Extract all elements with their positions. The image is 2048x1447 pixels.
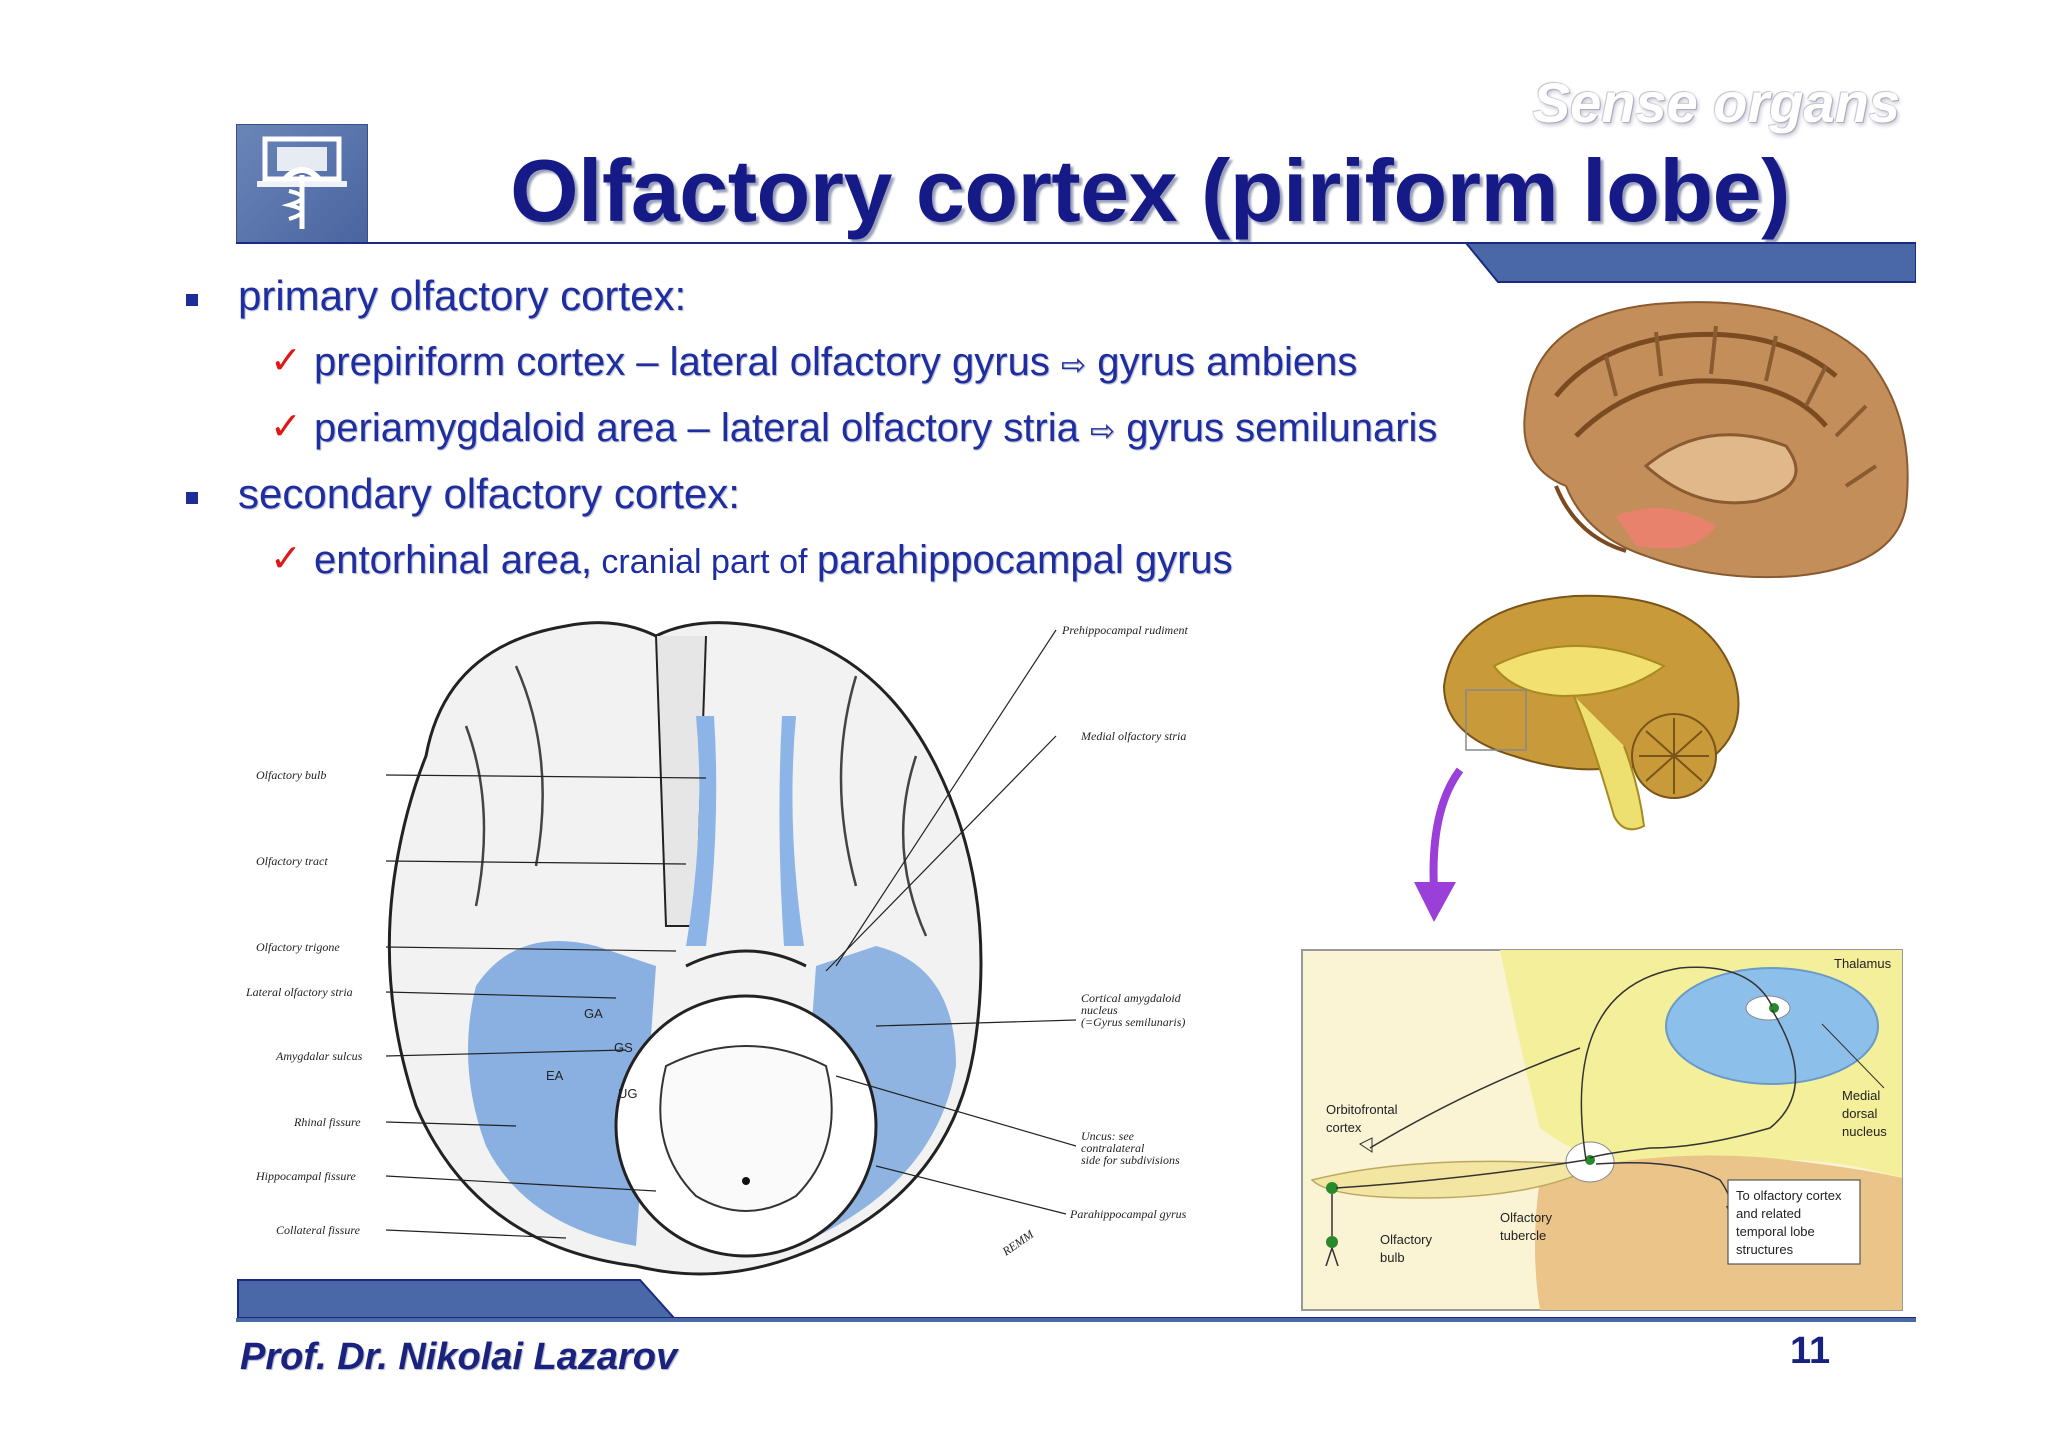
label-subdivisions: side for subdivisions — [1081, 1153, 1180, 1167]
label-box-line-1: To olfactory cortex — [1736, 1188, 1842, 1203]
bullet-square-icon — [186, 492, 198, 504]
label-contralateral: contralateral — [1081, 1141, 1145, 1155]
label-nucleus: nucleus — [1081, 1003, 1118, 1017]
footer-author: Prof. Dr. Nikolai Lazarov — [240, 1336, 678, 1378]
checkmark-icon: ✓ — [270, 536, 302, 580]
sub-bullet-periamygdaloid: periamygdaloid area – lateral olfactory … — [314, 406, 1437, 451]
label-prehippocampal-rudiment: Prehippocampal rudiment — [1061, 623, 1189, 637]
bullet-secondary-cortex: secondary olfactory cortex: — [238, 470, 740, 518]
sub-bullet-text: entorhinal area — [314, 538, 581, 582]
label-olfactory-tract: Olfactory tract — [256, 854, 328, 868]
sub-bullet-entorhinal: entorhinal area, cranial part of parahip… — [314, 538, 1233, 583]
label-gyrus-semilunaris: (=Gyrus semilunaris) — [1081, 1015, 1185, 1029]
curved-arrow-icon — [1414, 767, 1464, 922]
label-medial: Medial — [1842, 1088, 1880, 1103]
region-gs: GS — [614, 1040, 633, 1055]
sub-bullet-comma: , — [580, 538, 592, 582]
label-hippocampal-fissure: Hippocampal fissure — [255, 1169, 357, 1183]
sub-bullet-target: gyrus semilunaris — [1126, 406, 1438, 450]
page-title: Olfactory cortex (piriform lobe) — [510, 141, 1790, 240]
page-number: 11 — [1790, 1330, 1831, 1372]
sub-bullet-plain: cranial part of — [591, 543, 817, 581]
label-olfactory-bulb-1: Olfactory — [1380, 1232, 1433, 1247]
arrow-right-icon: ⇨ — [1060, 348, 1087, 383]
label-olfactory-tubercle-1: Olfactory — [1500, 1210, 1553, 1225]
label-olfactory-bulb: Olfactory bulb — [256, 768, 326, 782]
bullet-square-icon — [186, 294, 198, 306]
region-ga: GA — [584, 1006, 603, 1021]
label-lateral-olfactory-stria: Lateral olfactory stria — [245, 985, 353, 999]
label-box-line-3: temporal lobe — [1736, 1224, 1815, 1239]
label-uncus: Uncus: see — [1081, 1129, 1135, 1143]
label-amygdalar-sulcus: Amygdalar sulcus — [275, 1049, 363, 1063]
region-ug: UG — [618, 1086, 638, 1101]
label-box-line-2: and related — [1736, 1206, 1801, 1221]
bullet-primary-cortex: primary olfactory cortex: — [238, 272, 686, 320]
bullet-suffix: : — [728, 470, 740, 517]
bullet-text: primary olfactory cortex — [238, 272, 675, 319]
label-box-line-4: structures — [1736, 1242, 1794, 1257]
brain-medial-photo — [1523, 301, 1909, 579]
olfactory-pathway-diagram: Thalamus Medial dorsal nucleus Orbitofro… — [1301, 949, 1903, 1311]
label-collateral-fissure: Collateral fissure — [276, 1223, 361, 1237]
label-cortex: cortex — [1326, 1120, 1362, 1135]
footer-bar — [236, 1279, 1916, 1322]
region-ea: EA — [546, 1068, 564, 1083]
artist-signature: REMM — [999, 1227, 1037, 1259]
label-rhinal-fissure: Rhinal fissure — [293, 1115, 361, 1129]
arrow-right-icon: ⇨ — [1089, 414, 1116, 449]
label-nucleus: nucleus — [1842, 1124, 1887, 1139]
title-underline-bar — [236, 242, 1916, 283]
label-medial-olfactory-stria: Medial olfactory stria — [1080, 729, 1186, 743]
label-cortical-amygdaloid: Cortical amygdaloid — [1081, 991, 1182, 1005]
label-olfactory-tubercle-2: tubercle — [1500, 1228, 1546, 1243]
checkmark-icon: ✓ — [270, 404, 302, 448]
brain-ventral-view-illustration: Olfactory bulb Olfactory tract Olfactory… — [245, 621, 1189, 1276]
bullet-text: secondary olfactory cortex — [238, 470, 729, 517]
bullet-suffix: : — [674, 272, 687, 319]
label-olfactory-trigone: Olfactory trigone — [256, 940, 340, 954]
section-subtitle: Sense organs — [1532, 71, 1900, 134]
sub-bullet-target: gyrus ambiens — [1097, 340, 1358, 384]
sub-bullet-text: periamygdaloid area – lateral olfactory … — [314, 406, 1079, 450]
brain-sagittal-illustration — [1442, 594, 1740, 831]
label-parahippocampal-gyrus: Parahippocampal gyrus — [1069, 1207, 1187, 1221]
logo-emblem-icon — [257, 136, 347, 229]
sub-bullet-prepiriform: prepiriform cortex – lateral olfactory g… — [314, 340, 1357, 385]
university-logo — [236, 124, 368, 244]
label-orbitofrontal: Orbitofrontal — [1326, 1102, 1398, 1117]
checkmark-icon: ✓ — [270, 338, 302, 382]
sub-bullet-text: prepiriform cortex – lateral olfactory g… — [314, 340, 1050, 384]
label-thalamus: Thalamus — [1834, 956, 1892, 971]
label-dorsal: dorsal — [1842, 1106, 1878, 1121]
sub-bullet-target: parahippocampal gyrus — [816, 538, 1233, 582]
label-olfactory-bulb-2: bulb — [1380, 1250, 1405, 1265]
